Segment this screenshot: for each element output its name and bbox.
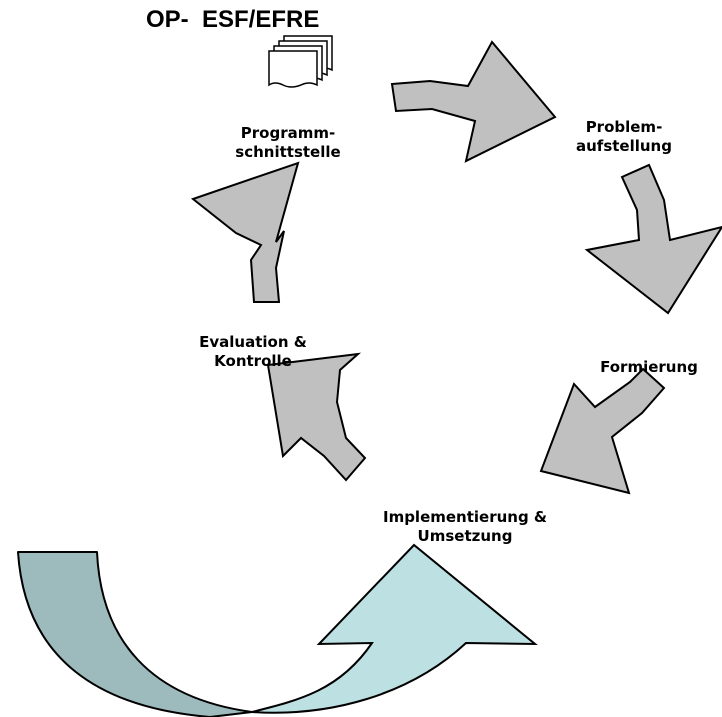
cycle-arrow-to-formierung	[584, 163, 722, 315]
stage-label-implementierung: Implementierung & Umsetzung	[350, 508, 580, 546]
stage-label-problem-line2: aufstellung	[576, 137, 672, 155]
cycle-arrow-to-implementierung	[539, 367, 666, 495]
stage-label-programm: Programm- schnittstelle	[213, 124, 363, 162]
stage-label-programm-line2: schnittstelle	[235, 143, 341, 161]
stage-label-programm-line1: Programm-	[240, 124, 336, 142]
cycle-arrow-to-problem	[390, 40, 557, 163]
cycle-arrow-to-evaluation	[266, 352, 367, 482]
stage-label-evaluation: Evaluation & Kontrolle	[178, 333, 328, 371]
stage-label-problem: Problem- aufstellung	[566, 118, 682, 156]
stage-label-evaluation-line2: Kontrolle	[214, 352, 292, 370]
cycle-arrow-to-programm	[190, 161, 300, 303]
big-arrow-right-limb	[251, 543, 538, 714]
stage-label-formierung: Formierung	[589, 358, 709, 377]
page-title: OP- ESF/EFRE	[146, 6, 320, 33]
big-arrow-left-limb	[17, 551, 253, 717]
stage-label-implementierung-line2: Umsetzung	[417, 527, 513, 545]
stage-label-evaluation-line1: Evaluation &	[199, 333, 307, 351]
stage-label-formierung-line1: Formierung	[600, 358, 698, 376]
stage-label-problem-line1: Problem-	[585, 118, 663, 136]
document-stack-icon	[268, 35, 333, 88]
stage-label-implementierung-line1: Implementierung &	[382, 508, 548, 526]
